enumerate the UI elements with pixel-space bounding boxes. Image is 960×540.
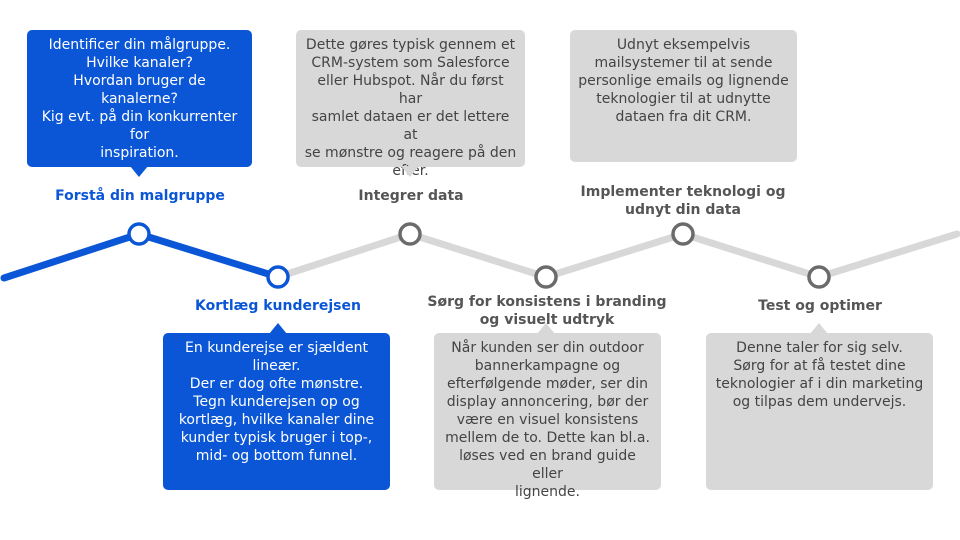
step-4-callout-pointer	[537, 323, 555, 334]
node-step-6[interactable]	[807, 265, 831, 289]
step-2-label: Kortlæg kunderejsen	[195, 298, 361, 314]
step-5-description: Udnyt eksempelvis mailsystemer til at se…	[570, 30, 797, 162]
step-6-callout-pointer	[810, 323, 828, 334]
step-2-callout-pointer	[269, 323, 287, 334]
step-3-description: Dette gøres typisk gennem et CRM-system …	[296, 30, 525, 179]
node-step-1[interactable]	[127, 222, 151, 246]
step-5-label: Implementer teknologi og udnyt din data	[580, 184, 786, 218]
node-step-5[interactable]	[671, 222, 695, 246]
step-1-callout-pointer	[130, 166, 148, 177]
timeline-segment-inactive	[274, 230, 960, 281]
step-4-description: Når kunden ser din outdoor bannerkampagn…	[434, 333, 661, 500]
node-step-2[interactable]	[266, 265, 290, 289]
step-1-label: Forstå din malgruppe	[55, 188, 225, 204]
step-6-description: Denne taler for sig selv. Sørg for at få…	[706, 333, 933, 490]
step-1-description: Identificer din målgruppe. Hvilke kanale…	[27, 30, 252, 167]
step-2-description: En kunderejse er sjældent lineær. Der er…	[163, 333, 390, 490]
node-step-3[interactable]	[398, 222, 422, 246]
node-step-4[interactable]	[534, 265, 558, 289]
step-3-label: Integrer data	[358, 188, 464, 204]
step-3-callout-pointer	[401, 166, 419, 177]
step-6-label: Test og optimer	[758, 298, 882, 314]
